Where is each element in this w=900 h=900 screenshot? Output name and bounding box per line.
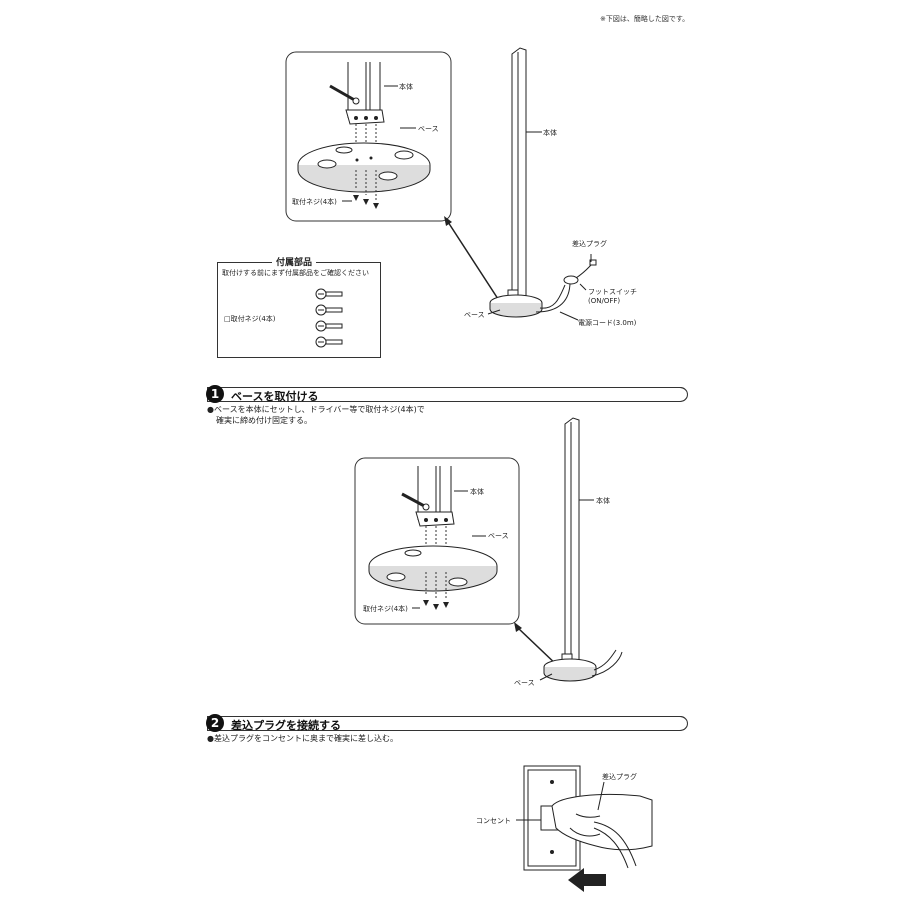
- step1-callout-base-label: ベース: [488, 532, 509, 540]
- overview-callout-screws-label: 取付ネジ(4本): [292, 198, 337, 206]
- step1-callout-screws-label: 取付ネジ(4本): [363, 605, 408, 613]
- step1-callout-body-label: 本体: [470, 488, 484, 496]
- overview-lamp-body-label: 本体: [543, 129, 557, 137]
- overview-foot-switch-sub-label: (ON/OFF): [588, 297, 621, 305]
- accessories-item-screws: □取付ネジ(4本): [224, 315, 276, 323]
- step1-base-label: ベース: [514, 679, 535, 687]
- step2-number-badge: 2: [206, 714, 224, 732]
- overview-foot-switch-label: フットスイッチ: [588, 288, 637, 296]
- step2-outlet-label: コンセント: [476, 817, 511, 825]
- step1-title: ベースを取付ける: [231, 390, 319, 403]
- step2-title: 差込プラグを接続する: [231, 719, 341, 732]
- overview-callout-body-label: 本体: [399, 83, 413, 91]
- step2-description-line1: ●差込プラグをコンセントに奥まで確実に差し込む。: [207, 734, 398, 743]
- step1-description-line1: ●ベースを本体にセットし、ドライバー等で取付ネジ(4本)で: [207, 405, 425, 414]
- step1-lamp-body-label: 本体: [596, 497, 610, 505]
- overview-callout-base-label: ベース: [418, 125, 439, 133]
- overview-cord-label: 電源コード(3.0m): [578, 319, 637, 327]
- step1-number-badge: 1: [206, 385, 224, 403]
- header-note: ※下図は、簡略した図です。: [600, 15, 690, 23]
- step1-description-line2: 確実に締め付け固定する。: [216, 416, 312, 425]
- overview-plug-label: 差込プラグ: [572, 240, 607, 248]
- step2-plug-label: 差込プラグ: [602, 773, 637, 781]
- overview-base-label: ベース: [464, 311, 485, 319]
- accessories-subtitle: 取付けする前にまず付属部品をご確認ください: [222, 269, 369, 277]
- accessories-title: 付属部品: [272, 255, 317, 268]
